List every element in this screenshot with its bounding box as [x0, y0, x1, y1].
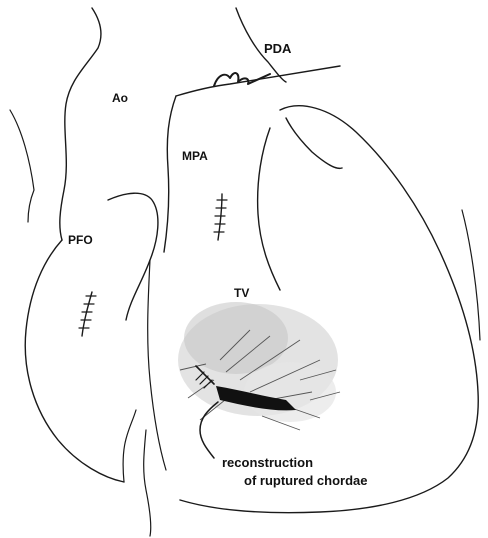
right-atrium-outline: [25, 240, 124, 482]
pda-connection: [176, 66, 340, 96]
pda-label: PDA: [264, 42, 291, 55]
caption-line-2: of ruptured chordae: [244, 474, 368, 487]
aorta-right-wall: [164, 96, 176, 252]
caption-line-1: reconstruction: [222, 456, 313, 469]
pfo-suture: [79, 292, 96, 336]
mpa-suture: [214, 194, 227, 240]
aorta-outline: [60, 8, 101, 240]
atrial-septum-line: [108, 193, 158, 320]
ao-label: Ao: [112, 92, 128, 104]
ivc-outline: [123, 410, 151, 536]
mpa-right-wall: [258, 128, 280, 290]
right-border-lines: [462, 210, 480, 340]
right-ventricle-wall: [148, 260, 166, 470]
pfo-label: PFO: [68, 234, 93, 246]
tv-label: TV: [234, 287, 249, 299]
mpa-label: MPA: [182, 150, 208, 162]
left-atrial-appendage: [286, 118, 342, 168]
left-border-lines: [10, 110, 34, 222]
caption-pointer: [200, 402, 218, 458]
